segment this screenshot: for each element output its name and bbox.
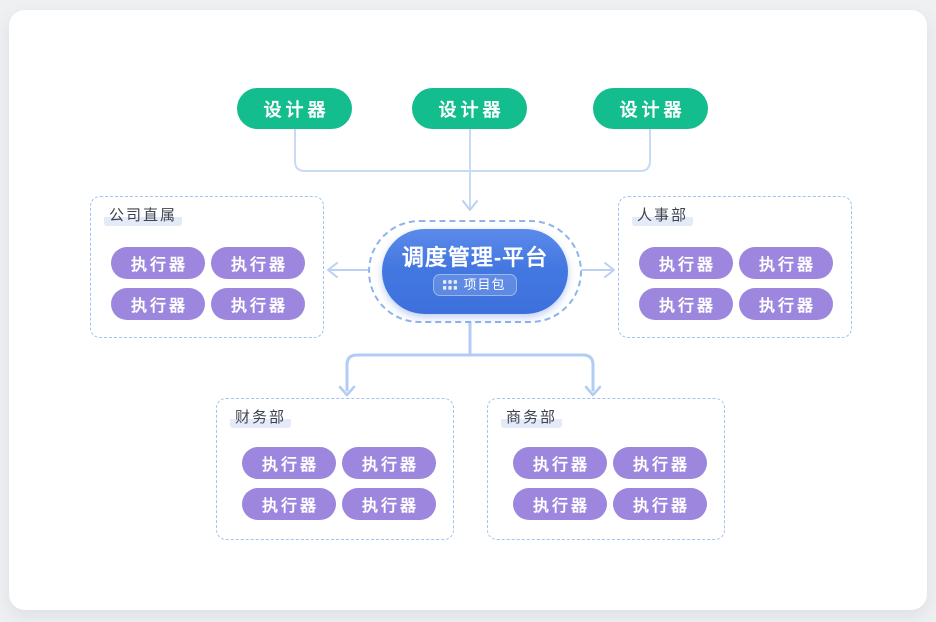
group-box-company-direct: 公司直属 执行器 执行器 执行器 执行器	[90, 196, 324, 338]
group-title: 财务部	[230, 408, 292, 428]
executor-node[interactable]: 执行器	[342, 488, 436, 520]
executor-node[interactable]: 执行器	[242, 447, 336, 479]
executor-grid: 执行器 执行器 执行器 执行器	[111, 247, 311, 320]
executor-node[interactable]: 执行器	[111, 288, 205, 320]
executor-node[interactable]: 执行器	[639, 288, 733, 320]
executor-node[interactable]: 执行器	[613, 488, 707, 520]
group-title: 人事部	[632, 206, 694, 226]
group-box-business: 商务部 执行器 执行器 执行器 执行器	[487, 398, 725, 540]
executor-node[interactable]: 执行器	[111, 247, 205, 279]
executor-grid: 执行器 执行器 执行器 执行器	[242, 447, 442, 520]
executor-grid: 执行器 执行器 执行器 执行器	[513, 447, 713, 520]
designer-node-2[interactable]: 设计器	[412, 88, 527, 129]
platform-title: 调度管理-平台	[401, 245, 549, 270]
executor-node[interactable]: 执行器	[242, 488, 336, 520]
project-package-label: 项目包	[463, 277, 506, 292]
designer-node-1[interactable]: 设计器	[237, 88, 352, 129]
executor-node[interactable]: 执行器	[613, 447, 707, 479]
group-box-finance: 财务部 执行器 执行器 执行器 执行器	[216, 398, 454, 540]
group-title: 商务部	[501, 408, 563, 428]
grid-apps-icon	[443, 279, 458, 290]
executor-node[interactable]: 执行器	[211, 288, 305, 320]
executor-grid: 执行器 执行器 执行器 执行器	[639, 247, 839, 320]
executor-node[interactable]: 执行器	[513, 488, 607, 520]
executor-node[interactable]: 执行器	[739, 288, 833, 320]
executor-node[interactable]: 执行器	[342, 447, 436, 479]
group-title: 公司直属	[104, 206, 183, 226]
designer-node-3[interactable]: 设计器	[593, 88, 708, 129]
executor-node[interactable]: 执行器	[211, 247, 305, 279]
executor-node[interactable]: 执行器	[639, 247, 733, 279]
group-box-hr: 人事部 执行器 执行器 执行器 执行器	[618, 196, 852, 338]
executor-node[interactable]: 执行器	[739, 247, 833, 279]
project-package-badge[interactable]: 项目包	[433, 274, 517, 296]
platform-node[interactable]: 调度管理-平台 项目包	[382, 229, 568, 314]
platform-dashed-outline	[368, 220, 582, 323]
executor-node[interactable]: 执行器	[513, 447, 607, 479]
